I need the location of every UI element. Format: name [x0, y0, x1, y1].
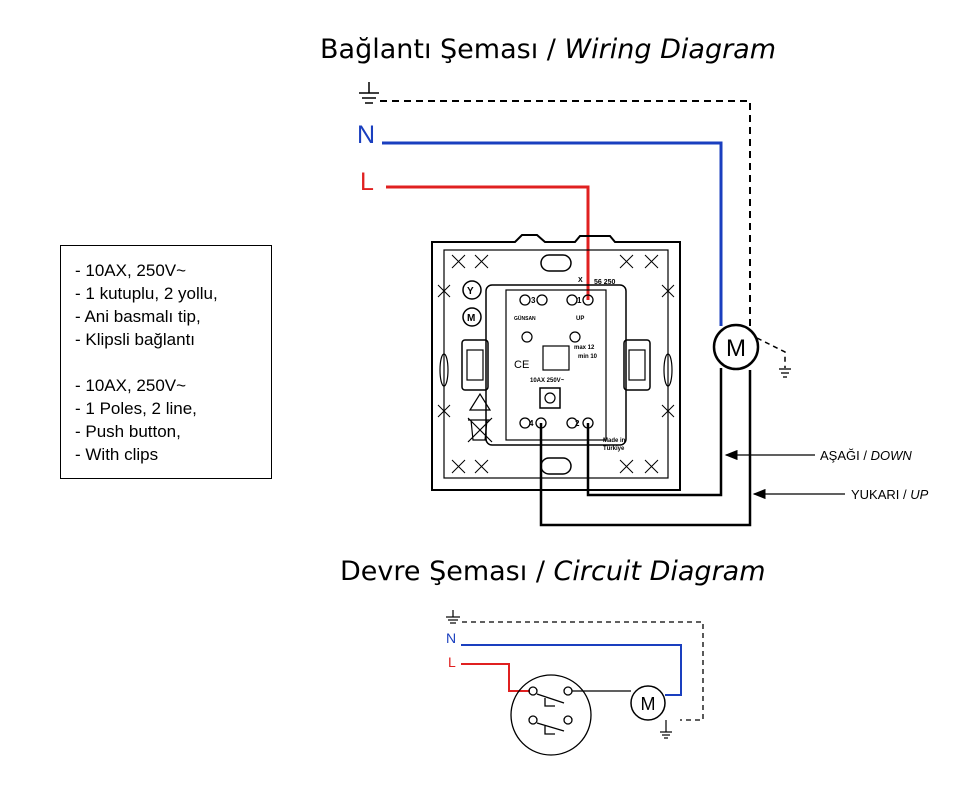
earth-wire: [380, 100, 751, 338]
output-wire-up: [586, 368, 723, 497]
mark-x: X: [578, 277, 583, 284]
wiring-title-en: Wiring Diagram: [564, 34, 777, 65]
spec-item: Push button,: [75, 420, 271, 443]
circuit-switch-symbol: [510, 674, 631, 756]
spec-item: 1 Poles, 2 line,: [75, 397, 271, 420]
circuit-motor-symbol: M: [630, 685, 666, 721]
spec-list-en: 10AX, 250V~ 1 Poles, 2 line, Push button…: [75, 374, 271, 466]
mark-made-in-country: Türkiye: [603, 446, 625, 452]
spec-item: Ani basmalı tip,: [75, 305, 271, 328]
live-wire: [386, 185, 590, 300]
circuit-live-label: L: [448, 654, 456, 670]
spec-item: 10AX, 250V~: [75, 374, 271, 397]
mark-terminal-2: 2: [575, 419, 580, 428]
circuit-title-en: Circuit Diagram: [553, 556, 766, 587]
circuit-earth-icon: [446, 610, 460, 624]
switch-device: [431, 234, 681, 491]
mark-max: max 12: [574, 345, 595, 351]
spec-list-tr: 10AX, 250V~ 1 kutuplu, 2 yollu, Ani basm…: [75, 259, 271, 351]
mark-up: UP: [576, 316, 584, 322]
down-label: AŞAĞI / DOWN: [820, 448, 912, 463]
mark-terminal-3: 3: [531, 296, 536, 305]
spec-item: 1 kutuplu, 2 yollu,: [75, 282, 271, 305]
neutral-wire: [382, 141, 723, 326]
mark-code: 56 250: [594, 279, 616, 286]
mark-terminal-1: 1: [577, 296, 582, 305]
mark-min: min 10: [578, 354, 598, 360]
mark-m: M: [467, 313, 475, 324]
spec-item: With clips: [75, 443, 271, 466]
mark-y: Y: [467, 286, 474, 297]
earth-symbol-icon: [359, 82, 379, 104]
circuit-neutral-label: N: [446, 630, 456, 646]
device-markings: X 56 250 3 1 4 2 UP max 12 min 10 10AX 2…: [467, 277, 626, 452]
circuit-live-wire: [461, 663, 530, 692]
wiring-diagram-title: Bağlantı Şeması / Wiring Diagram: [320, 34, 776, 65]
mark-rating: 10AX 250V~: [530, 378, 565, 384]
circuit-motor-label: M: [641, 694, 656, 714]
motor-earth-icon: [779, 368, 791, 378]
spec-item: 10AX, 250V~: [75, 259, 271, 282]
wiring-title-separator: /: [538, 34, 565, 65]
motor-label: M: [726, 335, 746, 362]
motor-earth-wire: [756, 337, 786, 368]
circuit-title-tr: Devre Şeması: [340, 556, 528, 587]
neutral-label: N: [357, 121, 375, 149]
up-label: YUKARI / UP: [851, 487, 929, 502]
output-wire-down: [539, 370, 752, 527]
mark-ce: CE: [514, 359, 529, 371]
wiring-title-tr: Bağlantı Şeması: [320, 34, 539, 65]
live-label: L: [360, 168, 374, 196]
spec-box: 10AX, 250V~ 1 kutuplu, 2 yollu, Ani basm…: [60, 245, 272, 479]
mark-brand: GÜNSAN: [514, 315, 536, 322]
spec-item: Klipsli bağlantı: [75, 328, 271, 351]
motor-symbol: M: [712, 323, 760, 371]
circuit-title-separator: /: [527, 556, 554, 587]
circuit-neutral-wire: [461, 644, 682, 696]
mark-terminal-4: 4: [529, 419, 534, 428]
mark-made-in: Made in: [603, 438, 626, 444]
circuit-diagram-title: Devre Şeması / Circuit Diagram: [340, 556, 766, 587]
circuit-motor-earth-icon: [660, 720, 672, 739]
circuit-earth-wire: [462, 621, 704, 721]
